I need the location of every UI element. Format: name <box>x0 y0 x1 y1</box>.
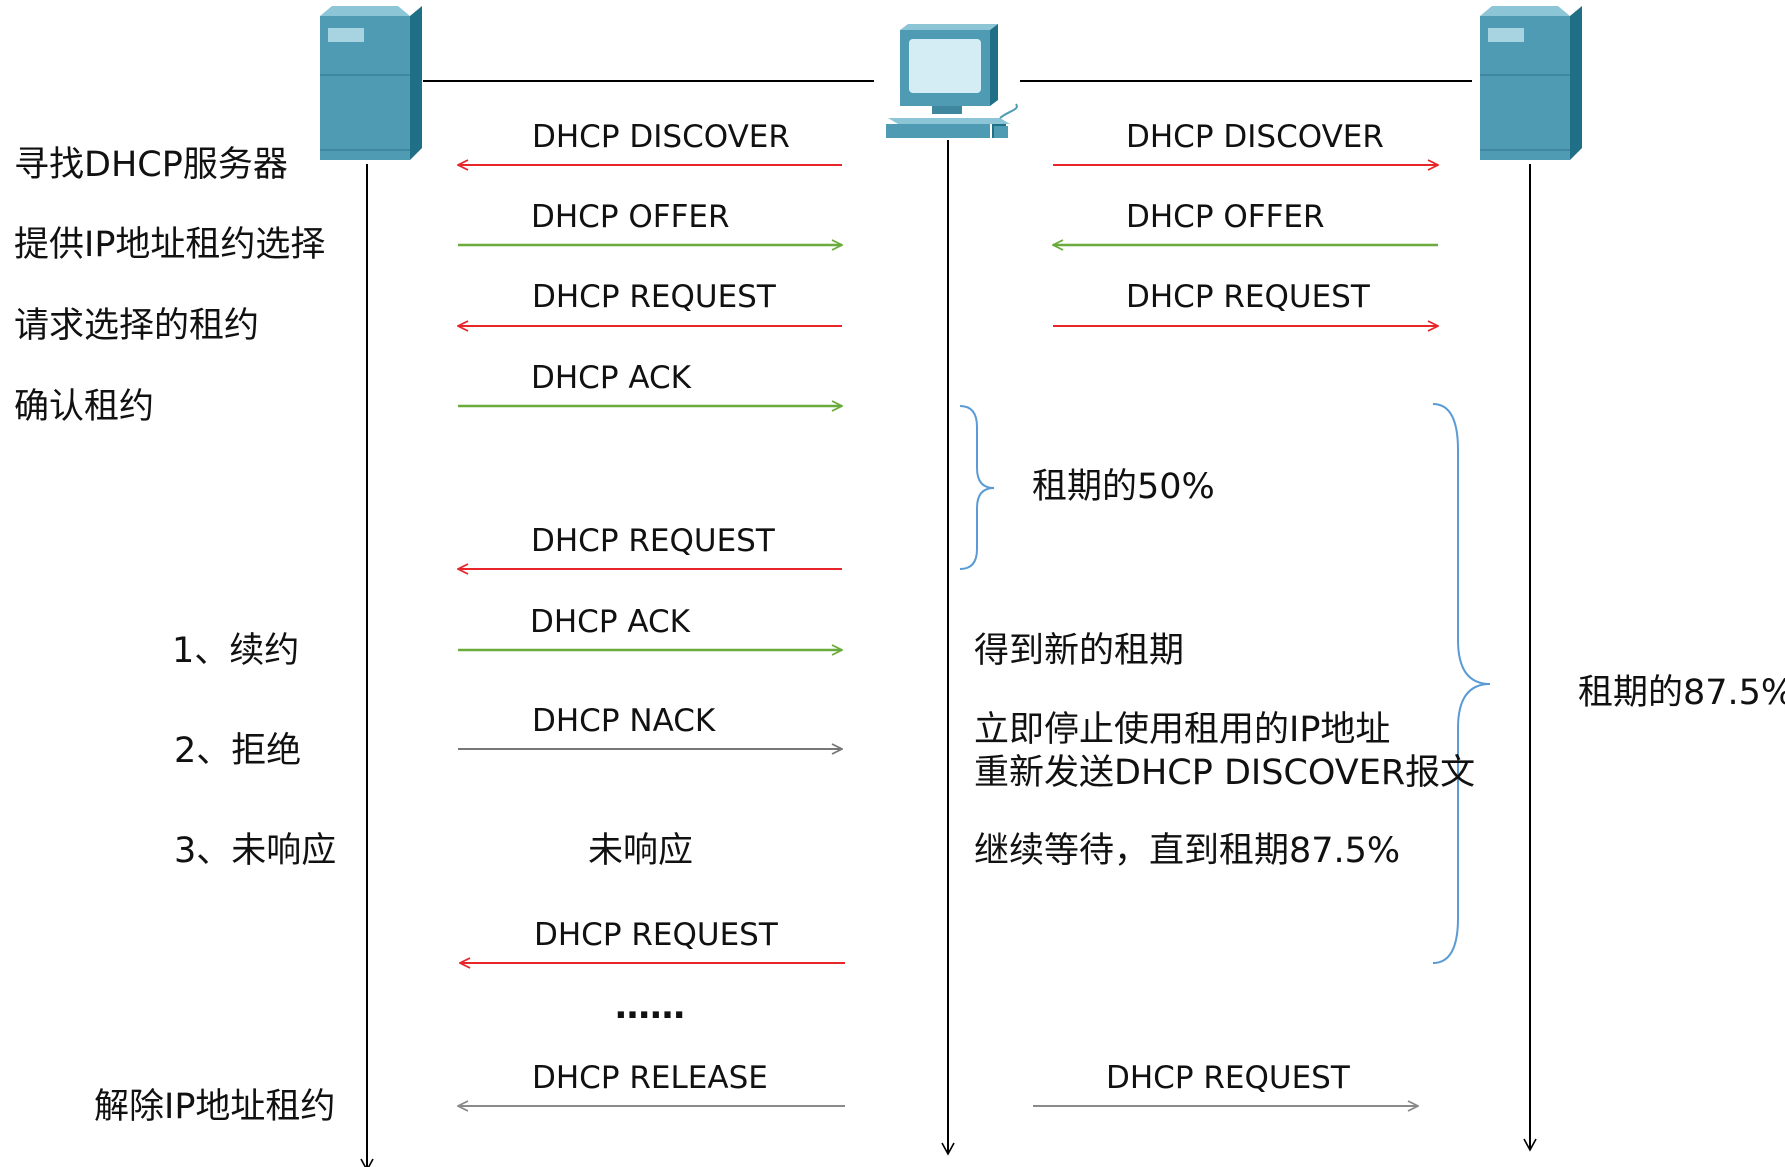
note-wait: 继续等待，直到租期87.5% <box>974 831 1401 871</box>
brace-lease-50 <box>959 405 995 570</box>
label-request-lease: 请求选择的租约 <box>14 306 260 346</box>
msg-renew-request: DHCP REQUEST <box>531 523 775 559</box>
label-find-server: 寻找DHCP服务器 <box>14 145 288 185</box>
client-computer-icon <box>886 24 1018 138</box>
msg-renew-ack: DHCP ACK <box>530 604 691 640</box>
label-no-response: 3、未响应 <box>174 831 337 871</box>
label-offer-lease: 提供IP地址租约选择 <box>14 225 326 265</box>
label-reject: 2、拒绝 <box>174 731 302 771</box>
msg-left-request: DHCP REQUEST <box>532 279 776 315</box>
msg-release: DHCP RELEASE <box>532 1060 768 1096</box>
brace-lease-875 <box>1432 403 1491 964</box>
msg-ellipsis: …… <box>615 987 685 1027</box>
note-stop-line1: 立即停止使用租用的IP地址 <box>974 710 1391 750</box>
label-renew: 1、续约 <box>172 631 300 671</box>
msg-left-discover: DHCP DISCOVER <box>532 119 790 155</box>
note-stop-line2: 重新发送DHCP DISCOVER报文 <box>974 753 1476 793</box>
msg-retry-request: DHCP REQUEST <box>534 917 778 953</box>
msg-right-discover: DHCP DISCOVER <box>1126 119 1384 155</box>
note-new-lease: 得到新的租期 <box>974 631 1185 671</box>
msg-no-response: 未响应 <box>588 831 694 871</box>
label-release: 解除IP地址租约 <box>94 1087 336 1127</box>
msg-right-offer: DHCP OFFER <box>1126 199 1325 235</box>
msg-left-offer: DHCP OFFER <box>531 199 730 235</box>
label-confirm-lease: 确认租约 <box>14 387 155 427</box>
msg-left-ack: DHCP ACK <box>531 360 692 396</box>
left-server-icon <box>320 6 422 160</box>
note-lease-50: 租期的50% <box>1032 467 1215 507</box>
msg-nack: DHCP NACK <box>532 703 716 739</box>
msg-right-request: DHCP REQUEST <box>1126 279 1370 315</box>
right-server-icon <box>1480 6 1582 160</box>
msg-right-final-request: DHCP REQUEST <box>1106 1060 1350 1096</box>
note-lease-875: 租期的87.5% <box>1578 673 1785 713</box>
